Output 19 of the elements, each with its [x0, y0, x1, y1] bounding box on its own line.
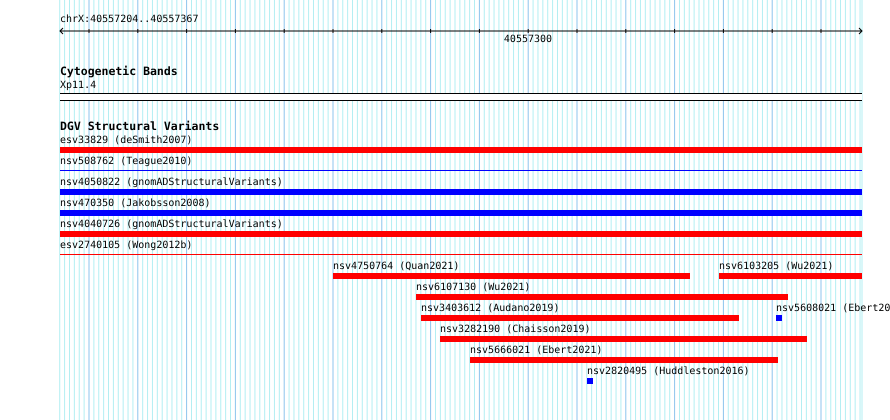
variant-label: nsv4750764 (Quan2021): [333, 261, 460, 272]
variant-label: nsv508762 (Teague2010): [60, 156, 192, 167]
coordinate-range-label: chrX:40557204..40557367: [60, 14, 198, 25]
variant-label: nsv470350 (Jakobsson2008): [60, 198, 211, 209]
band-label: Xp11.4: [60, 80, 96, 91]
track-title: Cytogenetic Bands: [60, 65, 178, 78]
variant-label: esv2740105 (Wong2012b): [60, 240, 192, 251]
variant-label: nsv5666021 (Ebert2021): [470, 345, 602, 356]
variant-label: nsv3403612 (Audano2019): [421, 303, 560, 314]
variant-label: esv33829 (deSmith2007): [60, 135, 192, 146]
variant-label: nsv5608021 (Ebert20: [776, 303, 890, 314]
position-label: 40557300: [504, 34, 552, 45]
track-title: DGV Structural Variants: [60, 120, 220, 133]
variant-label: nsv6107130 (Wu2021): [416, 282, 530, 293]
variant-label: nsv2820495 (Huddleston2016): [587, 366, 750, 377]
variant-label: nsv6103205 (Wu2021): [719, 261, 834, 272]
variant-label: nsv3282190 (Chaisson2019): [440, 324, 591, 335]
variant-label: nsv4040726 (gnomADStructuralVariants): [60, 219, 283, 230]
variant-label: nsv4050822 (gnomADStructuralVariants): [60, 177, 283, 188]
